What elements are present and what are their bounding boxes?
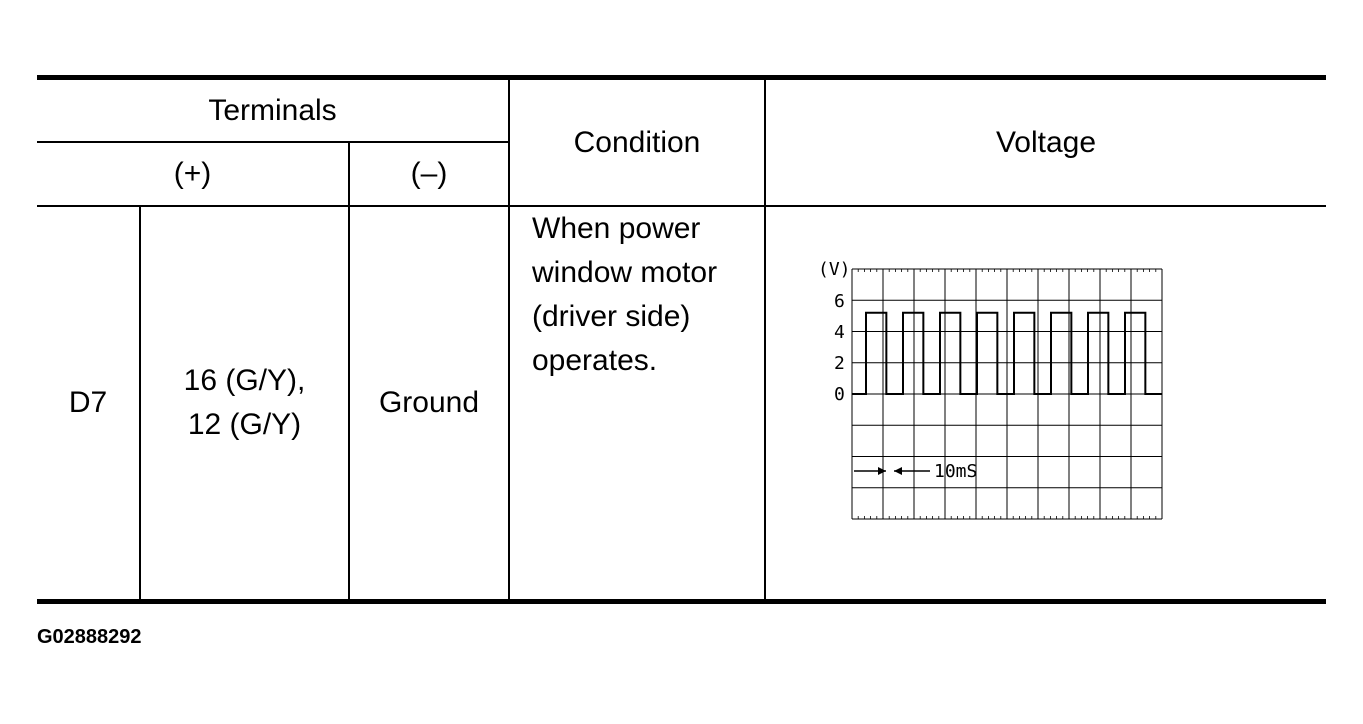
figure-id: G02888292	[37, 626, 142, 648]
y-tick-4: 4	[834, 322, 845, 343]
cell-condition: When power window motor (driver side) op…	[532, 207, 764, 599]
time-scale-marker	[854, 467, 930, 475]
header-condition: Condition	[573, 125, 701, 159]
plus-terminal-line-1: 16 (G/Y),	[183, 364, 306, 397]
y-tick-0: 0	[834, 384, 845, 405]
terminals-sub-rule	[37, 141, 509, 143]
cell-minus-terminal: Ground	[378, 386, 480, 419]
table-bottom-rule	[37, 599, 1326, 604]
divider-plus-minus	[348, 142, 350, 600]
scope-unit-label: (V)	[818, 259, 851, 280]
time-scale-label: 10mS	[934, 461, 977, 482]
cell-plus-terminal: 16 (G/Y), 12 (G/Y)	[141, 207, 348, 599]
voltage-waveform: (V) 6 4 2 0 10mS	[818, 259, 1163, 520]
header-voltage: Voltage	[995, 125, 1097, 159]
table-top-rule	[37, 75, 1326, 80]
condition-line-3: (driver side)	[532, 300, 691, 333]
condition-line-4: operates.	[532, 344, 658, 377]
divider-connector	[139, 206, 141, 600]
header-bottom-rule	[37, 205, 1326, 207]
header-terminals: Terminals	[208, 93, 337, 127]
condition-line-1: When power	[532, 212, 701, 245]
condition-line-2: window motor	[532, 256, 718, 289]
y-tick-2: 2	[834, 353, 845, 374]
y-tick-6: 6	[834, 291, 845, 312]
header-minus: (–)	[410, 157, 448, 190]
pulse-waveform	[852, 311, 1162, 395]
header-plus: (+)	[173, 157, 212, 190]
plus-terminal-line-2: 12 (G/Y)	[187, 408, 302, 441]
divider-terminals-condition	[508, 79, 510, 600]
divider-condition-voltage	[764, 79, 766, 600]
cell-connector: D7	[68, 386, 108, 419]
